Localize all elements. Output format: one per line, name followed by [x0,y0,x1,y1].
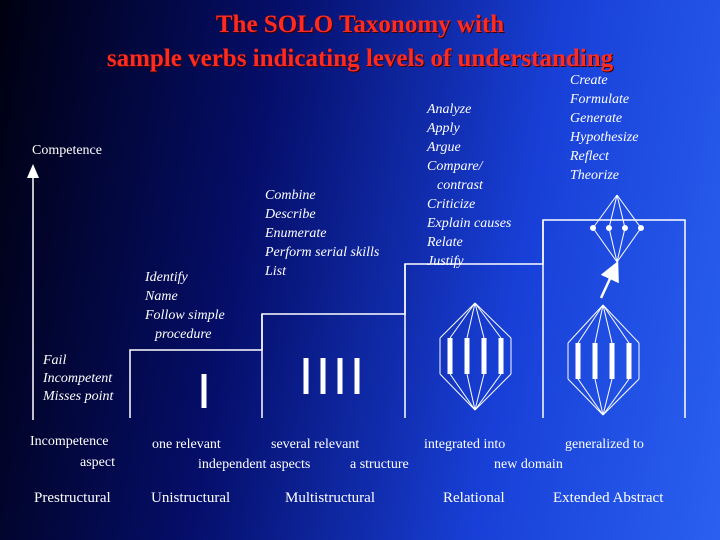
verb: Create [570,73,608,88]
aspect-independent: independent aspects [198,457,311,472]
extended-abstract-symbol [567,194,644,416]
multistructural-symbol [303,358,360,394]
competence-axis [27,164,39,420]
aspect-new-domain: new domain [494,457,563,472]
verb: Theorize [570,168,619,183]
verb: Name [145,289,178,304]
aspect-label: aspect [80,455,115,470]
aspect-generalized-to: generalized to [565,437,644,452]
incompetent-label: Incompetent [43,371,113,386]
verb: Argue [427,140,461,155]
verb: Generate [570,111,623,126]
level-extended-abstract: Extended Abstract [553,490,664,506]
verb: Apply [427,121,460,136]
multistructural-verbs: Combine Describe Enumerate Perform seria… [265,186,379,281]
aspect-several-relevant: several relevant [271,437,360,452]
verb: Criticize [427,197,476,212]
level-unistructural: Unistructural [151,490,231,506]
aspect-a-structure: a structure [350,457,409,472]
verb: Analyze [427,102,472,117]
verb: Hypothesize [570,130,639,145]
verb: procedure [155,327,212,342]
level-relational: Relational [443,490,505,506]
verb: Perform serial skills [265,245,380,260]
verb: List [265,264,287,279]
verb: Formulate [570,92,630,107]
verb: Relate [427,235,463,250]
title-line-1: The SOLO Taxonomy with [215,11,505,38]
aspect-one-relevant: one relevant [152,437,221,452]
level-prestructural: Prestructural [34,490,111,506]
misses-point-label: Misses point [43,389,114,404]
extended-abstract-verbs: Create Formulate Generate Hypothesize Re… [570,71,638,185]
verb: Describe [265,207,316,222]
verb: Follow simple [145,308,225,323]
verb: Compare/ [427,159,483,174]
incompetence-label: Incompetence [30,434,109,449]
relational-verbs: Analyze Apply Argue Compare/ contrast Cr… [427,100,511,271]
fail-label: Fail [43,353,67,368]
verb: Justify [427,254,464,269]
unistructural-verbs: Identify Name Follow simple procedure [145,268,225,344]
verb: Combine [265,188,316,203]
verb: Identify [145,270,188,285]
aspect-integrated-into: integrated into [424,437,506,452]
staircase [129,219,686,418]
verb: Enumerate [265,226,327,241]
fail-label-block: Fail Incompetent Misses point [43,352,113,406]
competence-label: Competence [32,143,102,158]
title-line-2: sample verbs indicating levels of unders… [106,45,614,72]
relational-symbol [439,302,512,411]
verb: Explain causes [427,216,512,231]
level-multistructural: Multistructural [285,490,375,506]
verb: contrast [437,178,483,193]
verb: Reflect [570,149,609,164]
